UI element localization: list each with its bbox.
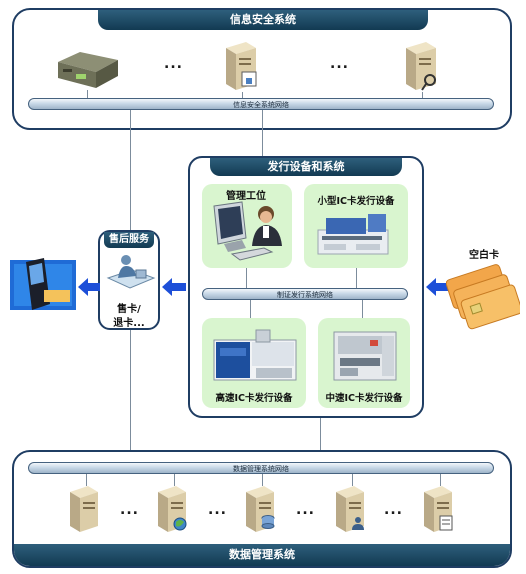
connector-line [262,474,263,486]
ellipsis: ... [296,502,315,518]
small-ic-device-label: 小型IC卡发行设备 [317,196,395,207]
data-management-network-label: 数据管理系统网络 [233,465,289,473]
small-ic-device-icon [316,210,398,260]
workstation-label: 管理工位 [226,191,266,202]
link-top-to-after-sales [130,110,131,230]
data-management-title: 数据管理系统 [229,548,295,561]
connector-line [242,92,243,98]
rack-server-icon [54,48,120,90]
connector-line [422,92,423,98]
mid-speed-device-icon [330,326,402,384]
server-database-icon [242,484,280,534]
connector-line [174,474,175,486]
mobile-phone-icon [10,256,76,314]
link-issuance-to-bottom [320,418,321,462]
link-after-sales-to-bottom [130,330,131,460]
server-globe-icon [154,484,192,534]
server-key-icon [402,40,442,94]
mid-speed-device-label: 中速IC卡发行设备 [325,393,403,404]
info-security-network-label: 信息安全系统网络 [233,101,289,109]
high-speed-device-label: 高速IC卡发行设备 [215,393,293,404]
connector-line [87,90,88,98]
issuance-network-label: 制证发行系统网络 [277,291,333,299]
info-security-network-bus: 信息安全系统网络 [28,98,494,110]
connector-line [362,300,363,318]
connector-line [352,474,353,486]
after-sales-line2: 退卡... [113,318,145,329]
ellipsis: ... [120,502,139,518]
issuance-header: 发行设备和系统 [210,158,402,176]
after-sales-header: 售后服务 [104,232,154,248]
high-speed-device-icon [212,326,298,384]
arrow-left-to-phone [78,278,100,296]
ellipsis: ... [384,502,403,518]
server-user-icon [332,484,370,534]
ellipsis: ... [208,502,227,518]
ellipsis: ... [330,56,349,72]
workstation-operator-icon [208,200,288,264]
arrow-left-to-after-sales [162,278,186,296]
connector-line [246,268,247,288]
server-icon [66,484,104,534]
after-sales-title: 售后服务 [109,234,149,245]
data-management-network-bus: 数据管理系统网络 [28,462,494,474]
connector-line [86,474,87,486]
info-security-header: 信息安全系统 [98,10,428,30]
blank-card-label: 空白卡 [469,250,499,261]
connector-line [356,268,357,288]
arrow-left-to-issuance [426,278,452,296]
data-management-header: 数据管理系统 [14,544,510,566]
blank-card-icon [445,262,523,332]
issuance-title: 发行设备和系统 [267,160,345,173]
after-sales-line1: 售卡/ [117,304,141,315]
server-lock-icon [222,40,262,94]
connector-line [250,300,251,318]
link-top-to-issuance [262,110,263,158]
info-security-title: 信息安全系统 [230,13,296,26]
service-counter-icon [104,252,156,292]
connector-line [440,474,441,486]
server-document-icon [420,484,458,534]
issuance-network-bus: 制证发行系统网络 [202,288,408,300]
ellipsis: ... [164,56,183,72]
